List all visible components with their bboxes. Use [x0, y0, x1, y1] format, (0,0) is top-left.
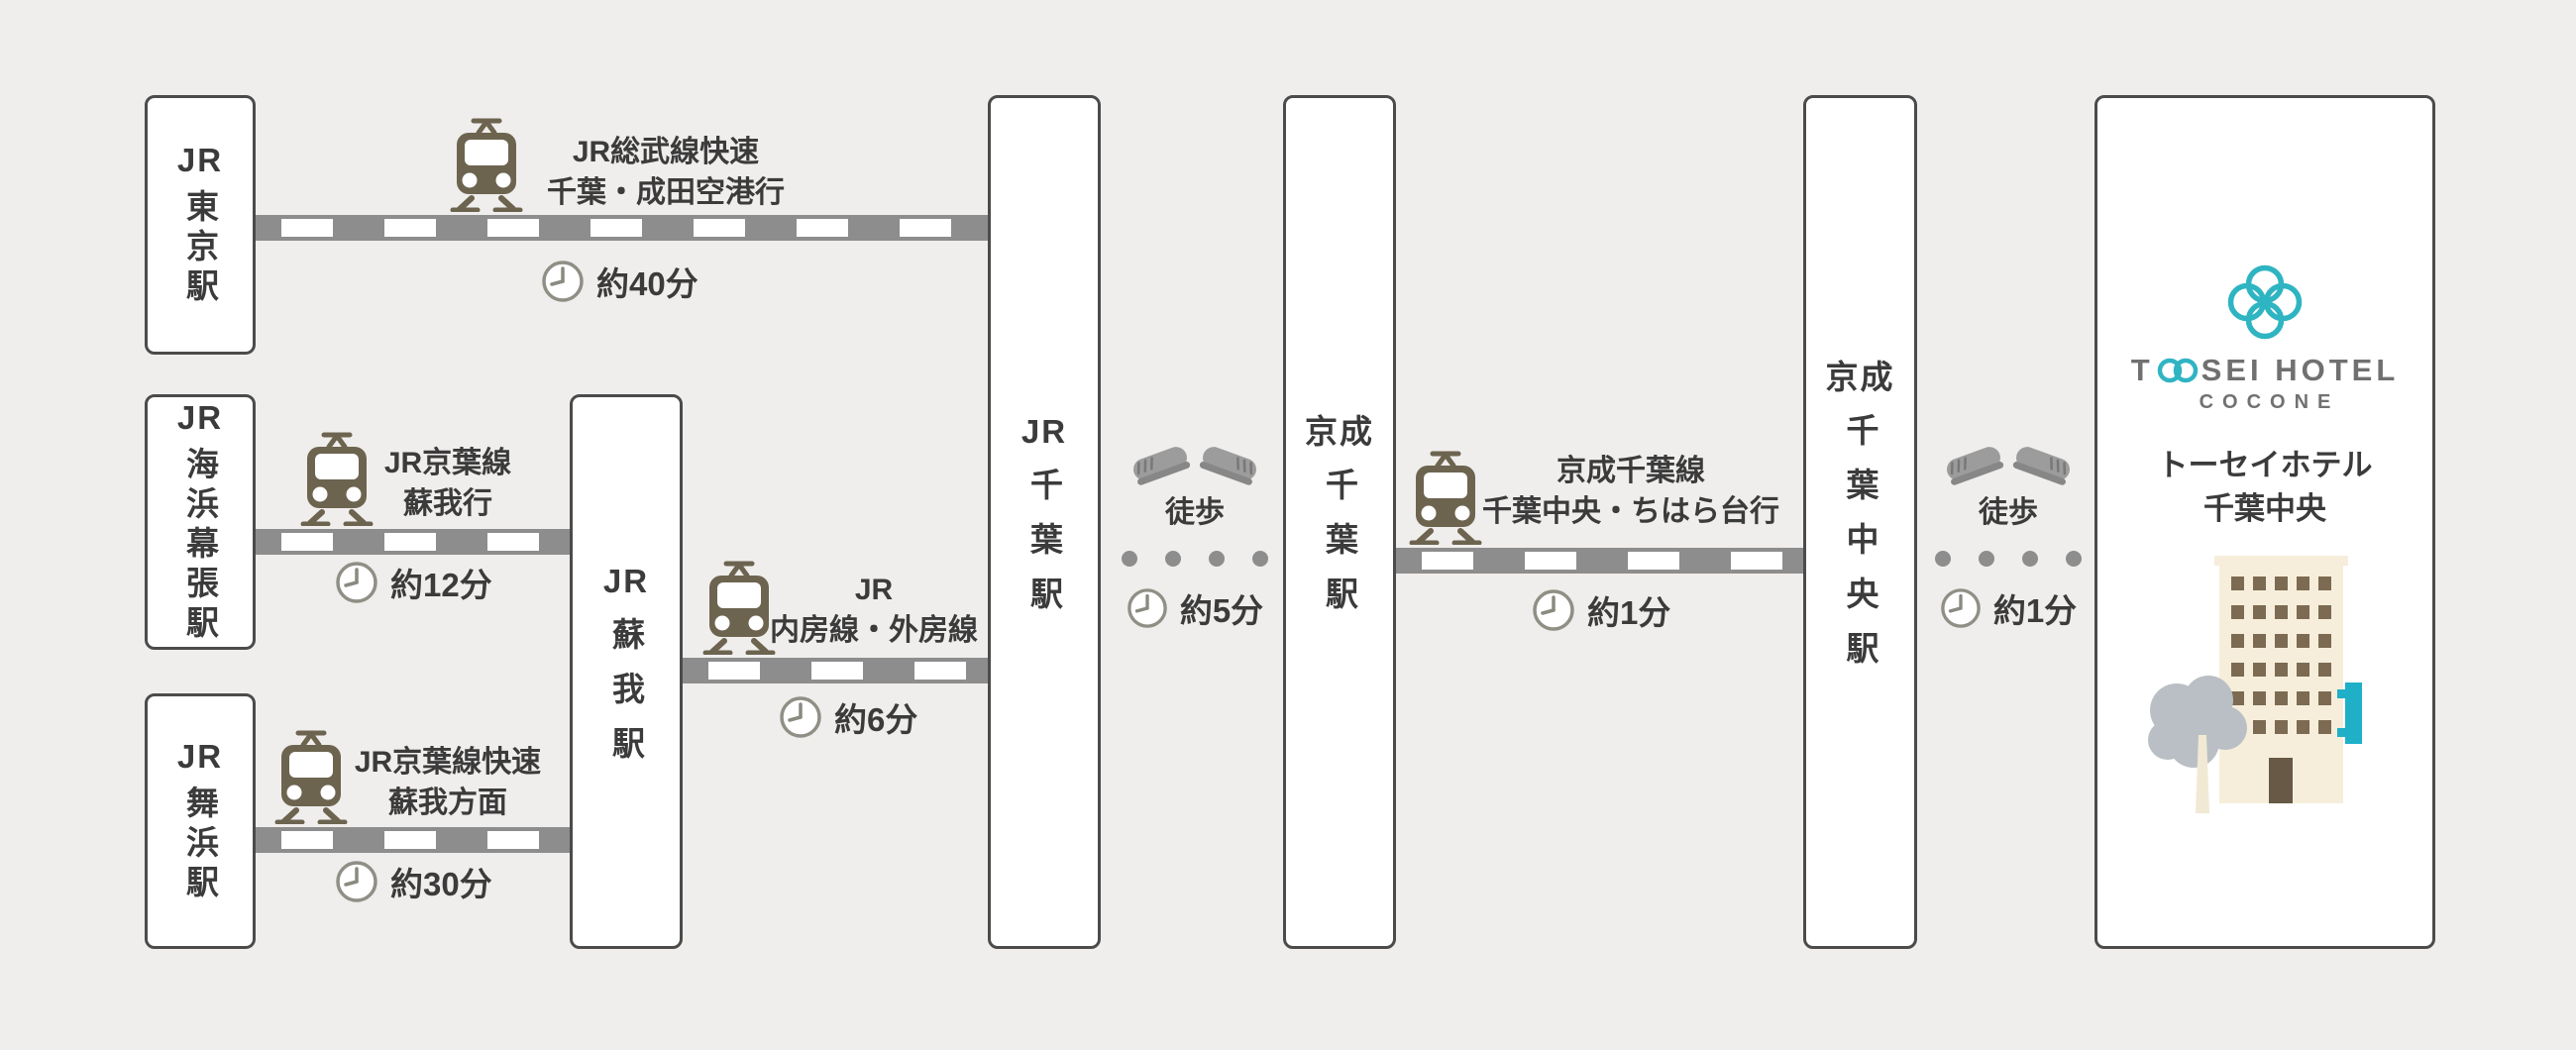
route-destination: 蘇我行: [403, 486, 492, 520]
train-icon: [450, 118, 523, 212]
clock-icon: [336, 861, 377, 902]
walk-dots: [1935, 551, 2082, 567]
train-icon: [300, 432, 374, 526]
route-destination: 千葉・成田空港行: [547, 175, 785, 209]
time-uchibo-sotobo: 約6分: [779, 693, 917, 741]
walk-section-2: 徒歩 約1分: [1921, 438, 2095, 632]
hotel-name-line2: 千葉中央: [2203, 490, 2326, 526]
brand-rest: SEI HOTEL: [2200, 353, 2400, 387]
clock-icon: [780, 696, 821, 738]
station-name: 千葉中央駅: [1842, 413, 1878, 686]
time-keisei-line: 約1分: [1532, 586, 1670, 634]
rail-jr-keiyo-rapid-line: [256, 827, 572, 853]
walk-dot: [1935, 551, 1951, 567]
time-sobu: 約40分: [541, 258, 698, 305]
station-name: 舞浜駅: [181, 785, 219, 904]
duration-text: 約6分: [834, 701, 918, 738]
train-icon: [702, 561, 776, 655]
station-jr-soga: JR 蘇我駅: [570, 394, 683, 949]
station-prefix: JR: [176, 399, 224, 437]
route-destination: 内房線・外房線: [770, 613, 978, 647]
walk-dot: [1209, 551, 1225, 567]
station-name: 千葉駅: [1321, 468, 1358, 632]
walk-dots: [1122, 551, 1268, 567]
station-name: 海浜幕張駅: [181, 446, 219, 645]
rail-jr-uchibo-sotobo-line: [683, 658, 990, 683]
station-jr-tokyo: JR 東京駅: [145, 95, 256, 355]
route-name: JR京葉線: [383, 447, 512, 479]
walk-dot: [2022, 551, 2038, 567]
rail-keisei-chiba-line: [1396, 548, 1805, 574]
walk-dot: [1122, 551, 1137, 567]
duration-text: 約5分: [1179, 592, 1264, 629]
station-keisei-chiba: 京成 千葉駅: [1283, 95, 1396, 949]
route-label-keiyo-rapid: JR京葉線快速 蘇我方面: [319, 743, 577, 823]
hotel-brand-sub: COCONE: [2199, 391, 2340, 414]
duration-text: 約30分: [390, 866, 492, 902]
walk-dot: [1165, 551, 1181, 567]
route-name: JR京葉線快速: [354, 746, 542, 779]
clock-icon: [336, 562, 377, 603]
route-label-sobu: JR総武線快速 千葉・成田空港行: [527, 133, 805, 213]
rail-jr-sobu-line: [256, 215, 990, 241]
hotel-flower-logo-icon: [2227, 264, 2303, 340]
station-prefix: JR: [1020, 412, 1068, 450]
duration-text: 約1分: [1587, 594, 1671, 631]
station-name: 東京駅: [181, 188, 219, 308]
route-name: 京成千葉線: [1556, 455, 1705, 487]
clock-icon: [1127, 588, 1167, 628]
station-prefix: JR: [176, 142, 224, 179]
station-name: 蘇我駅: [607, 617, 645, 782]
station-prefix: 京成: [1825, 358, 1895, 395]
route-name: JR: [854, 574, 894, 606]
walk-dot: [2066, 551, 2082, 567]
hotel-name: トーセイホテル 千葉中央: [2158, 444, 2373, 530]
route-destination: 千葉中央・ちはら台行: [1482, 494, 1779, 528]
shoes-icon: [1133, 447, 1256, 485]
walk-label: 徒歩: [1979, 496, 2038, 529]
hotel-building-illustration: [2148, 555, 2362, 813]
duration-text: 約12分: [390, 567, 492, 603]
route-label-keisei-chiba-line: 京成千葉線 千葉中央・ちはら台行: [1462, 452, 1799, 532]
station-name: 千葉駅: [1025, 468, 1063, 632]
station-prefix: 京成: [1305, 412, 1374, 450]
hotel-name-line1: トーセイホテル: [2157, 448, 2373, 483]
walk-label: 徒歩: [1165, 496, 1225, 529]
station-keisei-chibachuo: 京成 千葉中央駅: [1803, 95, 1917, 949]
brand-letter-t: T: [2130, 353, 2154, 387]
hotel-box: T SEI HOTEL COCONE トーセイホテル 千葉中央: [2094, 95, 2435, 949]
route-name: JR総武線快速: [572, 136, 760, 168]
clock-icon: [542, 261, 584, 302]
clock-icon: [1941, 588, 1981, 628]
train-icon: [274, 730, 348, 824]
walk-time: 約5分: [1127, 584, 1263, 632]
station-prefix: JR: [602, 562, 650, 599]
duration-text: 約40分: [596, 265, 698, 302]
walk-dot: [1252, 551, 1268, 567]
walk-time: 約1分: [1940, 584, 2077, 632]
shoes-icon: [1947, 447, 2070, 485]
route-destination: 蘇我方面: [388, 786, 507, 819]
train-icon: [1409, 451, 1482, 545]
station-jr-kaihimmakuhari: JR 海浜幕張駅: [145, 394, 256, 650]
hotel-brand: T SEI HOTEL: [2131, 352, 2400, 388]
station-jr-maihama: JR 舞浜駅: [145, 693, 256, 949]
route-label-uchibo-sotobo: JR 内房線・外房線: [735, 571, 1013, 651]
walk-dot: [1979, 551, 1994, 567]
walk-section-1: 徒歩 約5分: [1108, 438, 1282, 632]
time-keiyo-rapid: 約30分: [335, 858, 492, 905]
rail-jr-keiyo-line: [256, 529, 572, 555]
station-prefix: JR: [176, 738, 224, 776]
brand-o-rings-icon: [2157, 358, 2198, 382]
duration-text: 約1分: [1992, 592, 2078, 629]
clock-icon: [1533, 589, 1574, 631]
station-jr-chiba: JR 千葉駅: [988, 95, 1101, 949]
time-keiyo: 約12分: [335, 559, 492, 606]
route-label-keiyo: JR京葉線 蘇我行: [329, 444, 567, 524]
